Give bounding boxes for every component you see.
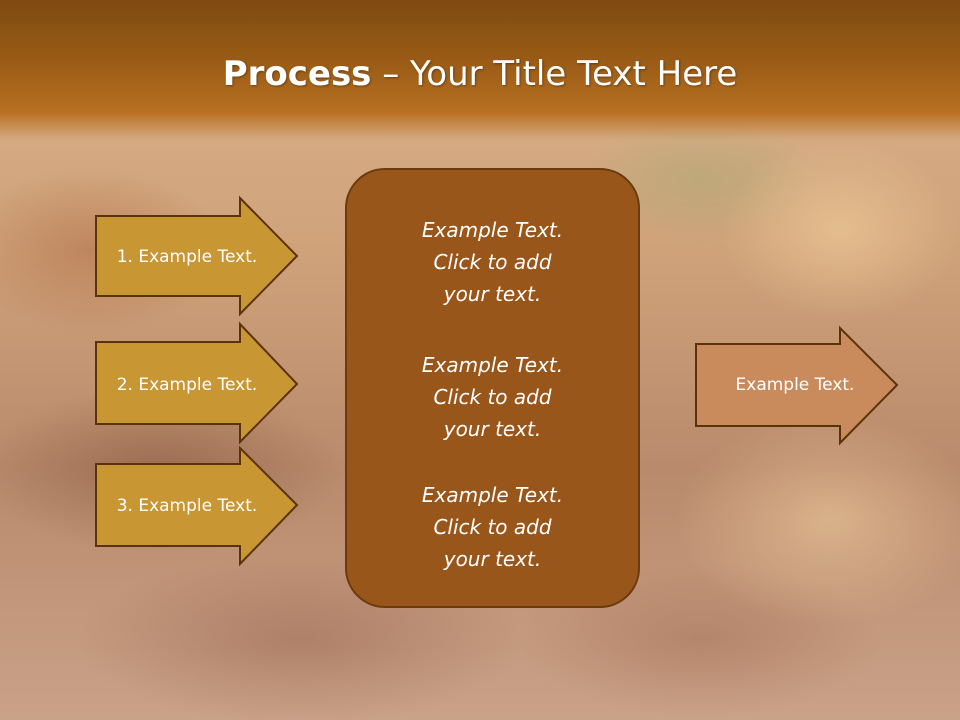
left-arrow-label-1: 1. Example Text. xyxy=(117,247,258,267)
title-bar xyxy=(0,0,960,140)
center-text-3[interactable]: Example Text. Click to add your text. xyxy=(421,483,564,571)
right-arrow-label: Example Text. xyxy=(736,375,855,395)
slide-title[interactable]: Process – Your Title Text Here xyxy=(0,52,960,96)
arrow-shape xyxy=(95,195,299,317)
right-arrow[interactable]: Example Text. xyxy=(695,325,899,446)
center-text-2[interactable]: Example Text. Click to add your text. xyxy=(421,353,564,441)
left-arrow-2[interactable]: 2. Example Text. xyxy=(95,321,299,445)
left-arrow-label-3: 3. Example Text. xyxy=(117,496,258,516)
left-arrow-3[interactable]: 3. Example Text. xyxy=(95,445,299,567)
left-arrow-label-2: 2. Example Text. xyxy=(117,375,258,395)
title-bold-word: Process xyxy=(222,54,372,94)
arrow-shape xyxy=(95,321,299,445)
title-text: – Your Title Text Here xyxy=(371,54,738,94)
arrow-shape xyxy=(695,325,899,446)
arrow-shape xyxy=(95,445,299,567)
center-text-1[interactable]: Example Text. Click to add your text. xyxy=(421,218,564,306)
center-content-box[interactable]: Example Text. Click to add your text. Ex… xyxy=(345,168,640,608)
left-arrow-1[interactable]: 1. Example Text. xyxy=(95,195,299,317)
